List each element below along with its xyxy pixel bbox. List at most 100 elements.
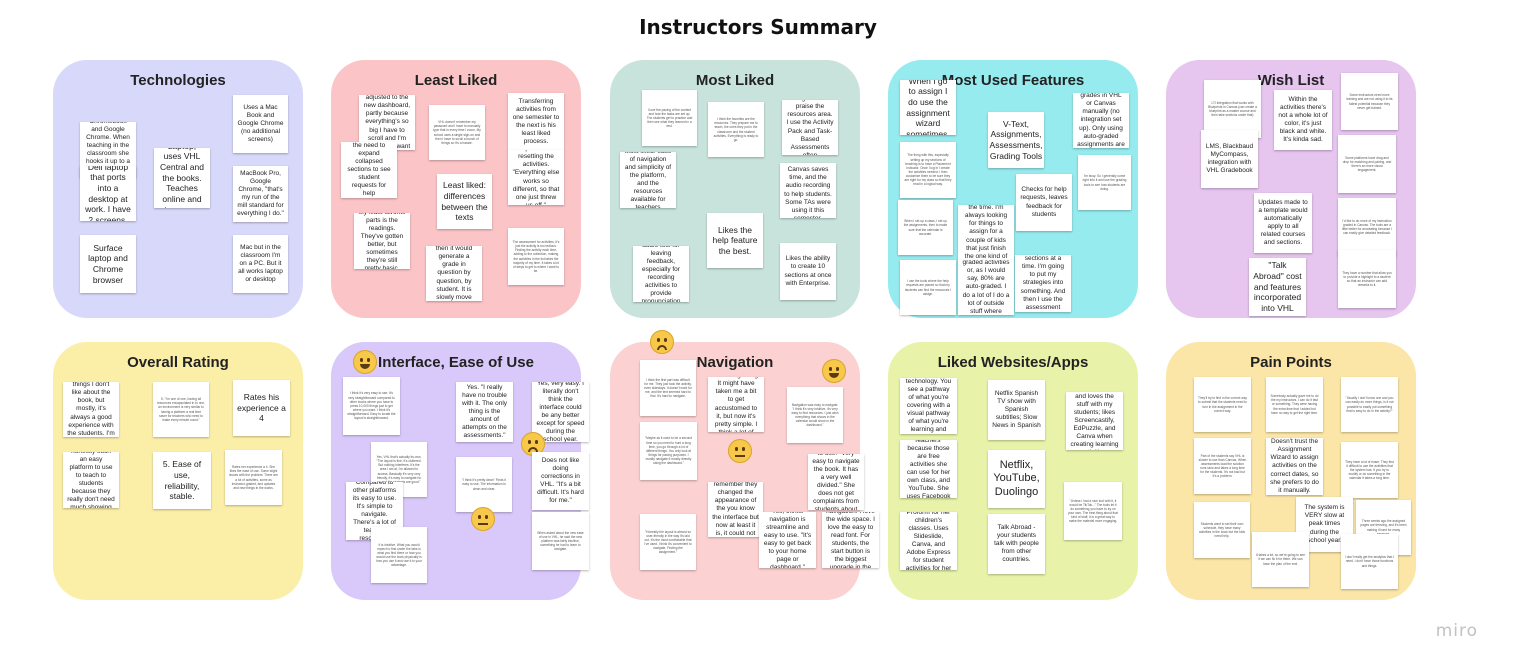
cluster-pain-points[interactable]: Pain Points They'll try to find in the c… xyxy=(1166,342,1416,600)
sticky-note[interactable]: Uses FB and Instagram; uses Proform for … xyxy=(900,512,957,570)
sticky-note[interactable]: Yes. "I really have no trouble with it. … xyxy=(456,382,513,442)
cluster-interface[interactable]: Interface, Ease of Use I think it's very… xyxy=(331,342,589,600)
cluster-wish-list[interactable]: Wish List LTI integration that works wit… xyxy=(1166,60,1416,318)
sticky-note[interactable]: "Usually I don't know one and you can ea… xyxy=(1341,377,1398,432)
sticky-note[interactable]: "Teachers Pay Teachers" because those ar… xyxy=(900,440,957,498)
sticky-note[interactable]: Some instructors need more training and … xyxy=(1341,73,1398,130)
cluster-most-liked[interactable]: Most Liked I love the pacing of the cont… xyxy=(610,60,860,318)
sticky-note[interactable]: "Unless I had a nice tool with it, it wo… xyxy=(1064,482,1122,540)
sticky-note[interactable]: Students want to set their own schedule,… xyxy=(1194,502,1250,558)
cluster-least-liked[interactable]: Least Liked I've never really adjusted t… xyxy=(331,60,581,318)
cluster-title: Liked Websites/Apps xyxy=(937,354,1089,371)
sticky-note[interactable]: 5 (best). "There's some things I don't l… xyxy=(63,382,119,437)
sticky-note[interactable]: 5. Ease of use, reliability, stable. xyxy=(153,452,211,509)
sticky-note[interactable]: Some platforms have drag and drop for ma… xyxy=(1338,135,1396,193)
sticky-note[interactable]: They'll try to find in the correct way t… xyxy=(1194,377,1251,432)
smile-emoji-icon xyxy=(353,350,377,374)
cluster-most-used-features[interactable]: Most Used Features When I go to assign I… xyxy=(888,60,1138,318)
sticky-note[interactable]: Netflix Spanish TV show with Spanish sub… xyxy=(988,380,1045,440)
cluster-title: Pain Points xyxy=(1250,354,1332,371)
sticky-note[interactable]: I'm on my dashboard all the time. I'm al… xyxy=(958,205,1014,260)
sticky-note[interactable]: Likes the help feature the best. xyxy=(707,213,763,268)
sticky-note[interactable]: Rates her experience a 4. She likes the … xyxy=(225,450,282,505)
sticky-note[interactable]: Transferring activities from one semeste… xyxy=(508,93,564,151)
sticky-note[interactable]: They have a number that allow you to pro… xyxy=(1338,250,1396,308)
sticky-note[interactable]: The thing with this, especially setting … xyxy=(900,142,956,198)
sticky-note[interactable]: "Maybe as it used to be a second time so… xyxy=(640,422,697,480)
sticky-note[interactable]: Most liked: ease of navigation and simpl… xyxy=(620,152,676,208)
sticky-note[interactable]: Surface laptop and Chrome browser xyxy=(80,235,136,293)
sticky-note[interactable]: LTI integration that works with Blueprin… xyxy=(1204,80,1261,138)
sticky-note[interactable]: Day to day he checks for help requests, … xyxy=(1073,93,1129,148)
sticky-note[interactable]: LMS, Blackbaud MyCompass, integration wi… xyxy=(1201,130,1258,188)
sticky-note[interactable]: They have a lot of exam. They find it di… xyxy=(1341,442,1398,498)
board-title: Instructors Summary xyxy=(639,15,877,39)
sticky-note[interactable]: Fantastic navigation. I love the wide sp… xyxy=(822,512,879,568)
sticky-note[interactable]: Yes, very easy. I literally don't think … xyxy=(532,382,589,442)
sticky-note[interactable]: Google Slides and loves the stuff with m… xyxy=(1066,392,1123,450)
cluster-liked-websites[interactable]: Liked Websites/Apps Instagram and Reddit… xyxy=(888,342,1138,600)
sticky-note[interactable]: Connection to Canvas saves time, and the… xyxy=(780,163,836,218)
sticky-note[interactable]: "Talk Abroad" cost and features incorpor… xyxy=(1249,258,1306,316)
sticky-note[interactable]: Least liked: differences between the tex… xyxy=(437,174,492,229)
sticky-note[interactable]: Laptop; uses VHL Central and the books. … xyxy=(154,148,210,208)
sticky-note[interactable]: I agreed to praise the resources area. I… xyxy=(782,100,838,155)
sticky-note[interactable]: I'm busy. So I generally come right into… xyxy=(1078,155,1131,210)
sticky-note[interactable]: Does not like doing corrections in VHL. … xyxy=(532,452,589,510)
sticky-note[interactable]: I have no problem with it in the beginni… xyxy=(708,377,764,432)
sticky-note[interactable]: Talk Abroad - your students talk with pe… xyxy=(988,514,1045,574)
sticky-note[interactable]: Rates his experience a 4 xyxy=(233,380,290,436)
sticky-note[interactable]: Mostly using pre-given assignments. I te… xyxy=(1015,255,1071,312)
sticky-note[interactable]: Yeah, very easy. I hate change. I rememb… xyxy=(708,482,763,537)
sticky-note[interactable]: "Honestly the layout is almost so user-f… xyxy=(640,514,696,570)
sticky-note[interactable]: VHL doesn't remember my password and I h… xyxy=(429,105,485,160)
sticky-note[interactable]: It takes a lot, so we're going to see if… xyxy=(1252,532,1309,587)
sticky-note[interactable]: V-Text, Assignments, Assessments, Gradin… xyxy=(988,112,1044,168)
cluster-navigation[interactable]: Navigation I think the first part was di… xyxy=(610,330,879,600)
sticky-note[interactable]: I don't really get the analytics that I … xyxy=(1341,534,1398,589)
neutral-emoji-icon xyxy=(728,439,752,463)
sticky-note[interactable]: Uses a Mac Book and Google Chrome (no ad… xyxy=(233,95,288,153)
sticky-note[interactable]: My least favorite parts is the readings.… xyxy=(354,213,410,269)
sticky-note[interactable]: I think it's very easy to use. It's very… xyxy=(343,377,400,435)
cluster-technologies[interactable]: Technologies Chromebook and Google Chrom… xyxy=(53,60,303,318)
sticky-note[interactable]: likes to use the audio tool for leaving … xyxy=(633,246,689,302)
sticky-note[interactable]: I do a lot of these auto-graded activiti… xyxy=(958,260,1014,315)
sticky-note[interactable]: I've never really adjusted to the new da… xyxy=(359,95,415,150)
sticky-note[interactable]: I use the tools where the help requests … xyxy=(900,260,956,315)
sticky-note[interactable]: the need to expand collapsed sections to… xyxy=(341,142,397,198)
cluster-title: Navigation xyxy=(696,354,774,371)
cluster-title: Least Liked xyxy=(414,72,498,89)
sticky-note[interactable]: "I think it's pretty clean" Finds it eas… xyxy=(456,457,512,512)
sticky-note[interactable]: Updates made to a template would automat… xyxy=(1254,193,1312,253)
sticky-note[interactable]: Navigation was easy to navigate. "I thin… xyxy=(787,387,843,443)
sticky-note[interactable]: Within the activities there's not a whol… xyxy=(1274,90,1332,150)
sticky-note[interactable]: 5. "I'm one of one, having all resources… xyxy=(153,382,209,437)
sticky-note[interactable]: Netflix, YouTube, Duolingo xyxy=(988,450,1045,508)
sticky-note[interactable]: Part of the students say VHL is slower t… xyxy=(1194,438,1251,494)
sticky-note[interactable]: When building one assessment I have test… xyxy=(426,246,482,301)
sticky-note[interactable]: Doesn't trust the Assignment Wizard to a… xyxy=(1266,438,1323,495)
sticky-note[interactable]: Mac but in the classroom I'm on a PC. Bu… xyxy=(233,235,288,293)
sticky-note[interactable]: I love the pacing of the content and how… xyxy=(642,90,697,146)
sticky-note[interactable]: MacBook Pro, Google Chrome, "that's my r… xyxy=(233,166,288,222)
sticky-note[interactable]: I think the first part was difficult for… xyxy=(640,360,696,416)
sticky-note[interactable]: Yes, thinks navigation is streamline and… xyxy=(759,512,816,568)
sticky-note[interactable]: When I go to assign I do use the assignm… xyxy=(900,80,956,135)
sticky-note[interactable]: Likes the ability to create 10 sections … xyxy=(780,243,836,300)
sticky-note[interactable]: The system is VERY slow at peak times du… xyxy=(1296,497,1353,552)
cluster-overall-rating[interactable]: Overall Rating 5 (best). "There's some t… xyxy=(53,342,303,600)
sticky-note[interactable]: When I set up a class, I set up the assi… xyxy=(898,200,953,255)
sticky-note[interactable]: Dell laptop that ports into a desktop at… xyxy=(80,166,136,221)
sticky-note[interactable]: Checks for help requests, leaves feedbac… xyxy=(1016,174,1072,231)
sticky-note[interactable]: Somebody actually gave me to do the my i… xyxy=(1266,377,1323,432)
sticky-note[interactable]: extremely easy to use. "Very easy to nav… xyxy=(808,454,864,510)
sticky-note[interactable]: the process for resetting the activities… xyxy=(508,150,564,205)
sticky-note[interactable]: The assessment for activities, it's just… xyxy=(508,228,564,285)
sticky-note[interactable]: I think the favorites are the resources.… xyxy=(708,102,764,157)
sticky-note[interactable]: I'd like to do more of my instruction gr… xyxy=(1338,198,1396,256)
sticky-note[interactable]: When asked about the new ease of use in … xyxy=(532,512,589,570)
sticky-note[interactable]: It is intuitive. What you would expect t… xyxy=(371,527,427,583)
sticky-note[interactable]: 5+ really, it's honestly such an easy pl… xyxy=(63,452,119,508)
sticky-note[interactable]: Instagram and Reddit. Has no technology.… xyxy=(900,378,957,434)
